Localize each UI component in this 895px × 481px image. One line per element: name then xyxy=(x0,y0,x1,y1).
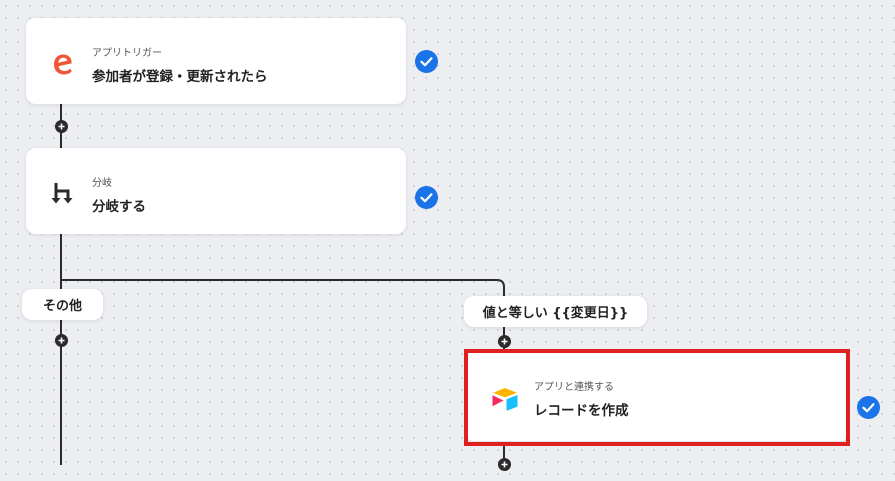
node-title: 参加者が登録・更新されたら xyxy=(92,69,268,85)
branch-icon xyxy=(51,183,73,204)
airtable-logo-icon xyxy=(492,388,518,411)
node-title: レコードを作成 xyxy=(534,403,629,419)
completed-check-icon xyxy=(857,396,880,419)
add-step-button[interactable] xyxy=(55,120,68,133)
completed-check-icon xyxy=(415,186,438,209)
branch-label-condition[interactable]: 値と等しい {{変更日}} xyxy=(464,296,647,327)
node-subtitle: 分岐 xyxy=(92,178,112,189)
selection-highlight-frame xyxy=(464,349,850,446)
eventbrite-logo-icon xyxy=(54,54,72,75)
branch-label-other[interactable]: その他 xyxy=(22,289,103,320)
completed-check-icon xyxy=(415,50,438,73)
trigger-node-card[interactable]: アプリトリガー 参加者が登録・更新されたら xyxy=(26,18,406,104)
add-step-button[interactable] xyxy=(498,458,511,471)
branch-node-card[interactable]: 分岐 分岐する xyxy=(26,148,406,234)
node-title: 分岐する xyxy=(92,199,146,215)
add-step-button[interactable] xyxy=(498,335,511,348)
app-action-node-card[interactable]: アプリと連携する レコードを作成 xyxy=(468,352,846,441)
node-subtitle: アプリトリガー xyxy=(92,48,162,59)
connector-line-main-2 xyxy=(60,233,62,465)
node-subtitle: アプリと連携する xyxy=(534,382,614,393)
add-step-button[interactable] xyxy=(55,334,68,347)
